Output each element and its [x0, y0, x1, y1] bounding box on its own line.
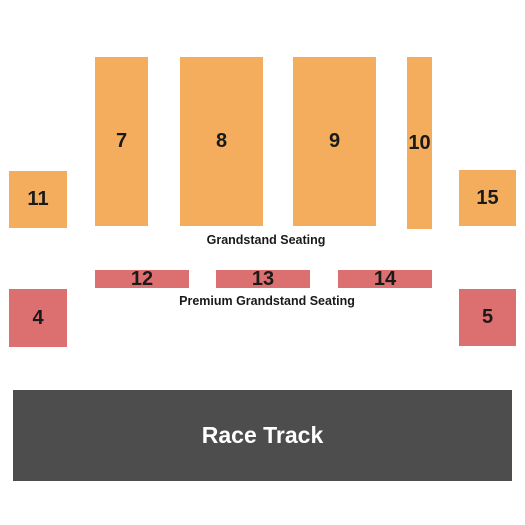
section-14-label: 14	[373, 267, 397, 290]
section-7[interactable]: 7	[95, 57, 148, 226]
section-5[interactable]: 5	[459, 289, 516, 346]
section-7-label: 7	[115, 130, 128, 152]
section-12-label: 12	[130, 267, 154, 290]
section-13[interactable]: 13	[216, 267, 310, 290]
section-4[interactable]: 4	[9, 289, 67, 347]
section-5-label: 5	[481, 306, 494, 328]
race-track-label: Race Track	[201, 422, 324, 448]
section-9[interactable]: 9	[293, 57, 376, 226]
section-4-label: 4	[32, 306, 44, 329]
section-11-label: 11	[27, 188, 49, 210]
section-8-label: 8	[215, 130, 228, 152]
grandstand-seating-label: Grandstand Seating	[206, 233, 326, 247]
section-9-label: 9	[328, 130, 341, 152]
section-8[interactable]: 8	[180, 57, 263, 226]
section-15[interactable]: 15	[459, 170, 516, 226]
section-10[interactable]: 10	[407, 57, 432, 229]
section-10-label: 10	[408, 131, 431, 154]
race-track: Race Track	[13, 390, 512, 481]
section-13-label: 13	[251, 267, 275, 290]
section-15-label: 15	[476, 186, 499, 209]
section-14[interactable]: 14	[338, 267, 432, 290]
premium-grandstand-seating-label: Premium Grandstand Seating	[179, 294, 355, 308]
section-12[interactable]: 12	[95, 267, 189, 290]
section-11[interactable]: 11	[9, 171, 67, 228]
